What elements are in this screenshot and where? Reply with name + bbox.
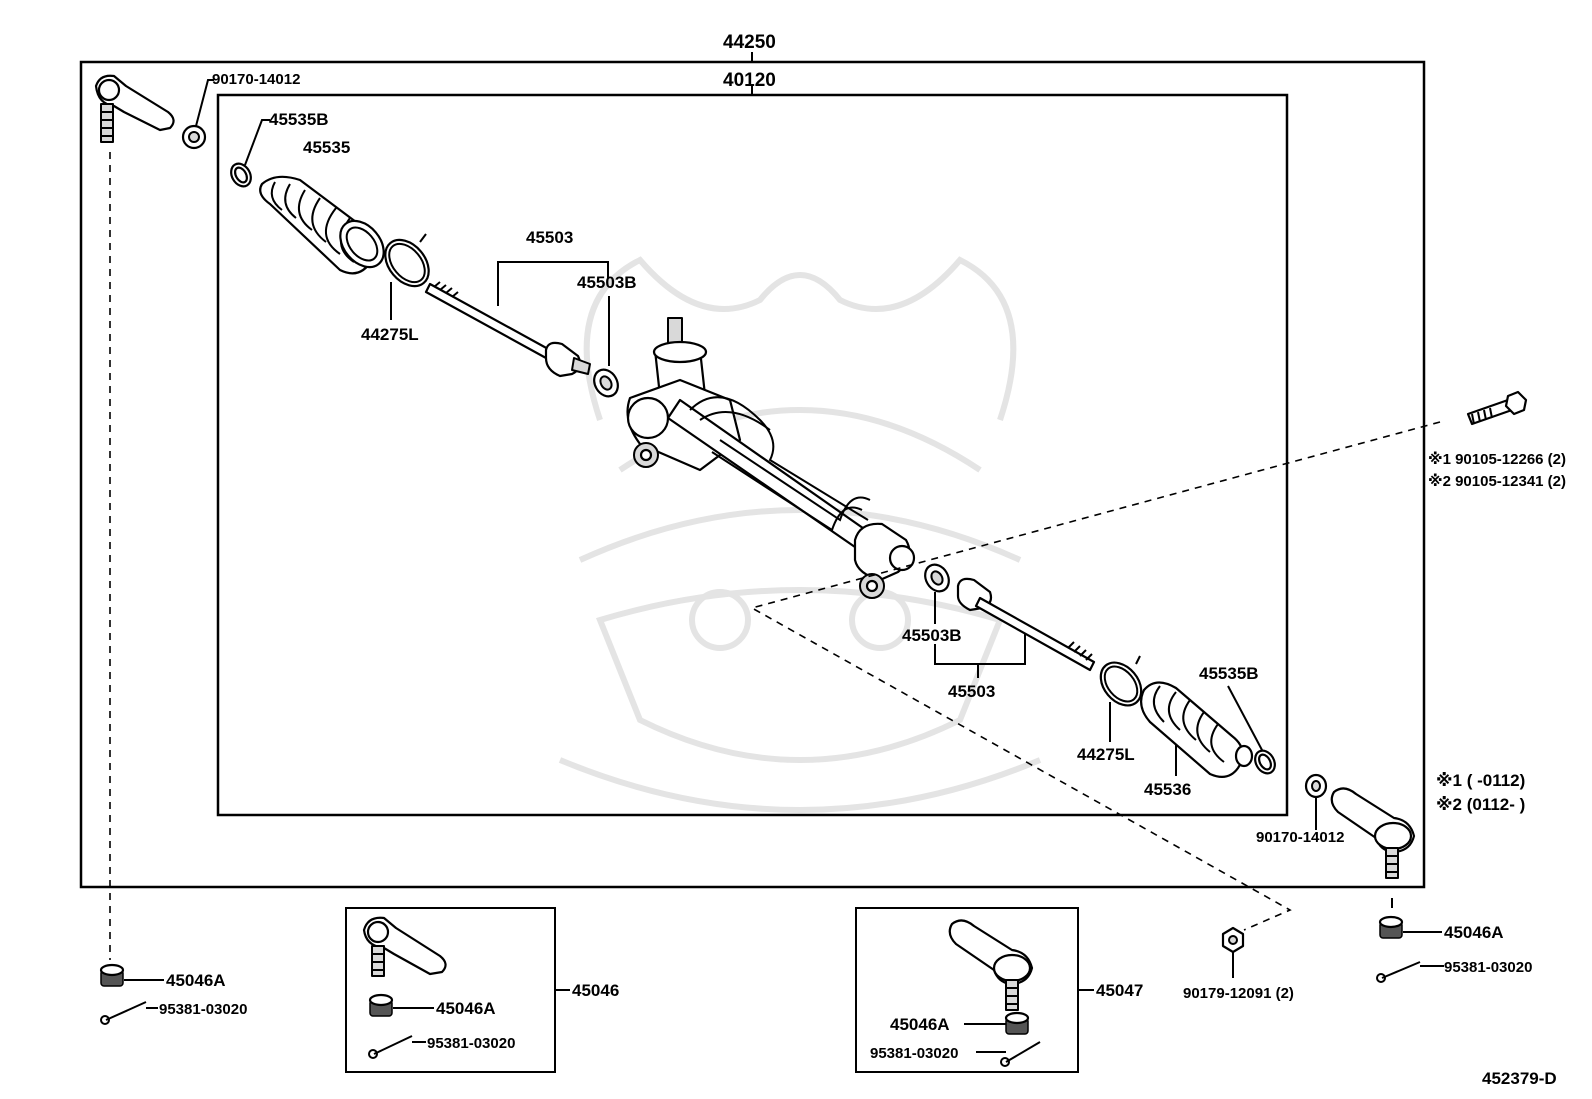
nut-right <box>1304 773 1328 799</box>
tie-rod-end-top-left <box>94 74 175 143</box>
label-nut-right: 90170-14012 <box>1256 829 1344 846</box>
label-washer-left: 45503B <box>577 273 637 292</box>
cotter-pin-bottom-left <box>100 1001 147 1025</box>
nut-bolt-bottom <box>1221 926 1245 954</box>
cotter-pin-bottom-right <box>1376 961 1421 983</box>
clamp-right <box>1254 749 1276 775</box>
label-40120: 40120 <box>723 70 776 91</box>
label-nut-top-left: 90170-14012 <box>212 71 300 88</box>
label-clamp-right: 45535B <box>1199 664 1259 683</box>
label-box1-assy: 45046 <box>572 981 619 1000</box>
label-tie-rod-left: 45503 <box>526 228 573 247</box>
castle-nut-box1 <box>368 993 394 1017</box>
label-bolt-note-2: ※2 90105-12341 (2) <box>1428 472 1566 490</box>
tie-rod-left <box>424 281 591 378</box>
castle-nut-bottom-right <box>1378 915 1404 939</box>
label-tie-rod-right: 45503 <box>948 682 995 701</box>
tie-rod-end-box2 <box>948 919 1034 1011</box>
tie-rod-end-box1 <box>362 916 447 977</box>
label-pin-bottom-left: 95381-03020 <box>159 1001 247 1018</box>
label-box1-nut: 45046A <box>436 999 496 1018</box>
label-box1-pin: 95381-03020 <box>427 1035 515 1052</box>
label-boot-left: 45535 <box>303 138 350 157</box>
legend-note-1: ※1 ( -0112) <box>1436 771 1525 790</box>
label-ring-right: 44275L <box>1077 745 1135 764</box>
legend-note-2: ※2 (0112- ) <box>1436 795 1525 814</box>
label-bolt-note-1: ※1 90105-12266 (2) <box>1428 450 1566 468</box>
label-box2-assy: 45047 <box>1096 981 1143 1000</box>
diagram-code: 452379-D <box>1482 1069 1557 1088</box>
nut-top-left <box>181 124 207 150</box>
cotter-pin-box1 <box>368 1035 413 1059</box>
cotter-pin-box2 <box>1000 1041 1041 1067</box>
tie-rod-end-right <box>1330 787 1416 879</box>
label-boot-right: 45536 <box>1144 780 1191 799</box>
ring-left <box>384 233 430 288</box>
label-nut-bolt-bottom: 90179-12091 (2) <box>1183 985 1294 1002</box>
label-ring-left: 44275L <box>361 325 419 344</box>
castle-nut-bottom-left <box>99 963 125 987</box>
label-nut-bottom-left: 45046A <box>166 971 226 990</box>
washer-left <box>593 368 619 398</box>
tie-rod-right <box>956 577 1096 672</box>
ring-right <box>1099 655 1143 707</box>
label-box2-pin: 95381-03020 <box>870 1045 958 1062</box>
mounting-bolt <box>1466 390 1528 426</box>
castle-nut-box2 <box>1004 1011 1030 1035</box>
boot-right <box>1139 681 1254 779</box>
steering-gear-housing <box>626 317 916 599</box>
label-clamp-left: 45535B <box>269 110 329 129</box>
label-pin-bottom-right: 95381-03020 <box>1444 959 1532 976</box>
watermark-emblem <box>558 256 1042 813</box>
label-washer-right: 45503B <box>902 626 962 645</box>
washer-right <box>924 563 950 593</box>
label-44250: 44250 <box>723 32 776 53</box>
clamp-left <box>230 162 252 188</box>
label-box2-nut: 45046A <box>890 1015 950 1034</box>
label-nut-bottom-right: 45046A <box>1444 923 1504 942</box>
boot-left <box>259 175 385 275</box>
